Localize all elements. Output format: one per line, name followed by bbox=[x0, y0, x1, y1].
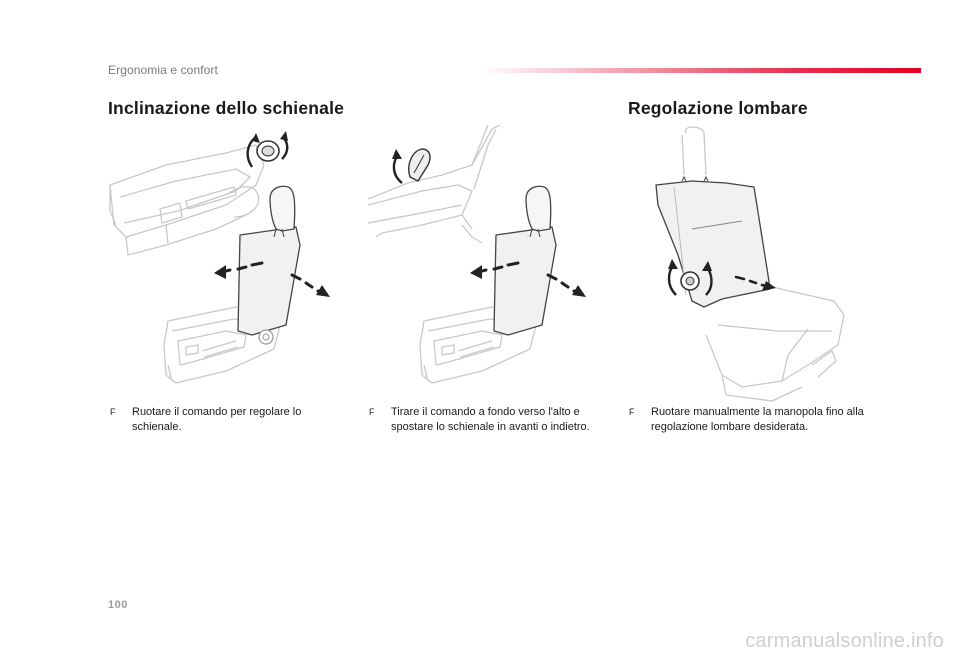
instruction-1: F Ruotare il comando per regolare lo sch… bbox=[110, 405, 340, 437]
instruction-text: Tirare il comando a fondo verso l'alto e… bbox=[391, 406, 590, 433]
bullet-marker: F bbox=[629, 407, 635, 417]
illustration-recline-knob bbox=[109, 131, 330, 384]
chapter-accent-bar bbox=[480, 68, 921, 73]
illustration-recline-lever bbox=[367, 125, 586, 384]
instruction-3: F Ruotare manualmente la manopola fino a… bbox=[629, 405, 869, 437]
illustration-lumbar-knob bbox=[655, 126, 845, 402]
page-number: 100 bbox=[108, 599, 128, 611]
section-title-recline: Inclinazione dello schienale bbox=[108, 98, 345, 118]
instruction-text: Ruotare il comando per regolare lo schie… bbox=[132, 406, 302, 433]
instruction-2: F Tirare il comando a fondo verso l'alto… bbox=[369, 405, 609, 437]
instruction-text: Ruotare manualmente la manopola fino all… bbox=[651, 406, 864, 433]
bullet-marker: F bbox=[110, 407, 116, 417]
bullet-marker: F bbox=[369, 407, 375, 417]
chapter-title: Ergonomia e confort bbox=[108, 63, 218, 77]
section-title-lumbar: Regolazione lombare bbox=[628, 98, 808, 118]
watermark: carmanualsonline.info bbox=[745, 630, 944, 652]
